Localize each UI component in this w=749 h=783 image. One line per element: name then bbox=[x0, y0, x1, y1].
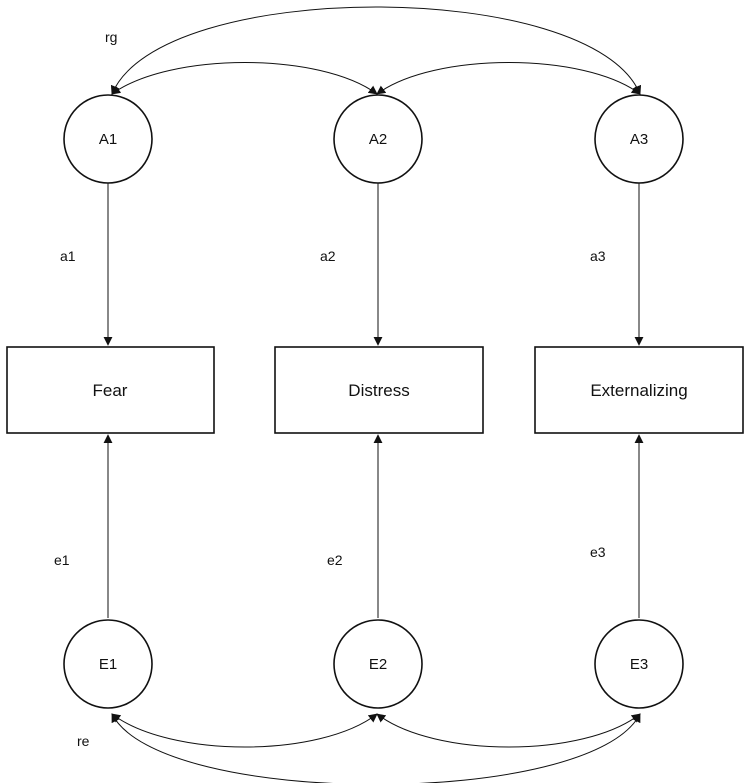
error-node-e1-label: E1 bbox=[99, 656, 117, 673]
corr-e1-e3 bbox=[111, 713, 641, 783]
corr-e1-e2 bbox=[111, 713, 378, 748]
observed-box-distress: Distress bbox=[274, 346, 484, 434]
error-node-e3-label: E3 bbox=[630, 656, 648, 673]
observed-variables: Fear Distress Externalizing bbox=[6, 346, 744, 434]
error-node-e3: E3 bbox=[594, 619, 684, 709]
error-correlations: re bbox=[77, 713, 641, 783]
loading-label-a2: a2 bbox=[320, 248, 336, 264]
observed-box-externalizing: Externalizing bbox=[534, 346, 744, 434]
corr-a2-a3 bbox=[376, 62, 641, 95]
loading-label-a3: a3 bbox=[590, 248, 606, 264]
error-paths: e1 e2 e3 bbox=[54, 434, 644, 618]
observed-box-distress-label: Distress bbox=[348, 381, 409, 400]
observed-box-fear: Fear bbox=[6, 346, 215, 434]
error-label-e1: e1 bbox=[54, 552, 70, 568]
observed-box-externalizing-label: Externalizing bbox=[590, 381, 687, 400]
error-label-e3: e3 bbox=[590, 544, 606, 560]
observed-box-fear-label: Fear bbox=[93, 381, 128, 400]
error-correlation-label: re bbox=[77, 733, 90, 749]
genetic-correlations: rg bbox=[105, 6, 642, 95]
error-node-e2-label: E2 bbox=[369, 656, 387, 673]
loading-paths: a1 a2 a3 bbox=[60, 183, 644, 346]
error-label-e2: e2 bbox=[327, 552, 343, 568]
error-factors: E1 E2 E3 bbox=[63, 619, 684, 709]
corr-a1-a2 bbox=[111, 62, 378, 95]
corr-e2-e3 bbox=[376, 713, 641, 748]
loading-label-a1: a1 bbox=[60, 248, 76, 264]
error-node-e1: E1 bbox=[63, 619, 153, 709]
latent-node-a1-label: A1 bbox=[99, 131, 117, 148]
latent-node-a1: A1 bbox=[63, 94, 153, 184]
corr-a1-a3 bbox=[110, 6, 642, 95]
genetic-correlation-label: rg bbox=[105, 29, 117, 45]
latent-node-a3-label: A3 bbox=[630, 131, 648, 148]
error-node-e2: E2 bbox=[333, 619, 423, 709]
latent-node-a3: A3 bbox=[594, 94, 684, 184]
latent-factors: A1 A2 A3 bbox=[63, 94, 684, 184]
latent-node-a2: A2 bbox=[333, 94, 423, 184]
latent-node-a2-label: A2 bbox=[369, 131, 387, 148]
